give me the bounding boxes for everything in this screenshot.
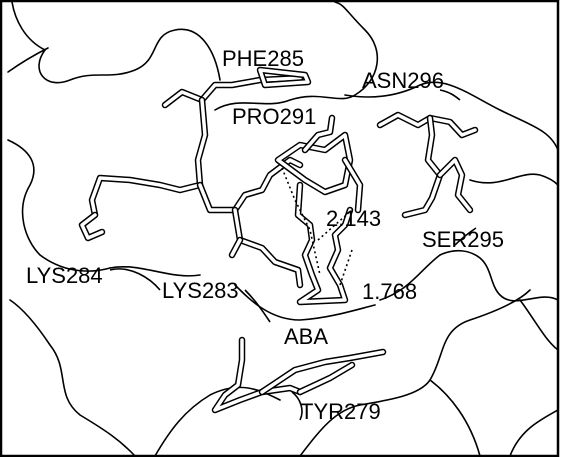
surface-contour-right-wave bbox=[519, 299, 559, 351]
backbone-stick bbox=[88, 96, 209, 219]
hbond-2 bbox=[339, 249, 353, 286]
label-asn296: ASN296 bbox=[362, 68, 444, 93]
label-distance-1768: 1.768 bbox=[362, 279, 417, 304]
aba-stick bbox=[294, 181, 354, 306]
surface-contour-bottom-center bbox=[154, 386, 281, 457]
ligand-outline-dots bbox=[281, 167, 321, 276]
label-lys284: LYS284 bbox=[26, 263, 103, 288]
label-leaders bbox=[109, 89, 477, 421]
surface-contour-left-lower-inner bbox=[109, 266, 201, 277]
surface-contour-lower-right bbox=[429, 379, 481, 457]
surface-contour-ser295-right bbox=[439, 249, 559, 302]
surface-contour-left bbox=[7, 47, 49, 73]
stick-models bbox=[78, 66, 479, 414]
surface-contour-lys283-pocket bbox=[234, 284, 376, 321]
label-tyr279: TYR279 bbox=[300, 399, 381, 424]
label-lys283: LYS283 bbox=[162, 278, 239, 303]
label-aba: ABA bbox=[284, 324, 328, 349]
surface-contour-right-edge bbox=[509, 409, 559, 457]
labels: PHE285 ASN296 PRO291 2.143 SER295 LYS284… bbox=[26, 46, 504, 424]
label-pro291: PRO291 bbox=[232, 104, 316, 129]
surface-contour-center-top bbox=[214, 1, 379, 111]
surface-contour-far-right bbox=[469, 173, 559, 186]
surface-contour-left-mid bbox=[7, 139, 111, 272]
surface-contour-lower-left bbox=[9, 299, 136, 457]
label-distance-2143: 2.143 bbox=[326, 206, 381, 231]
label-phe285: PHE285 bbox=[222, 46, 304, 71]
lys283-leader bbox=[244, 289, 271, 323]
hydrogen-bonds bbox=[281, 167, 353, 286]
lys284-leader bbox=[109, 268, 161, 291]
surface-contour-right-top bbox=[344, 81, 559, 151]
ser295-leader bbox=[454, 227, 477, 246]
surface-contour-top-left bbox=[11, 1, 221, 84]
asn296-leader bbox=[439, 89, 461, 101]
tyr279-leader bbox=[291, 391, 303, 421]
label-ser295: SER295 bbox=[422, 227, 504, 252]
surface-contour-right-lower bbox=[379, 254, 441, 301]
